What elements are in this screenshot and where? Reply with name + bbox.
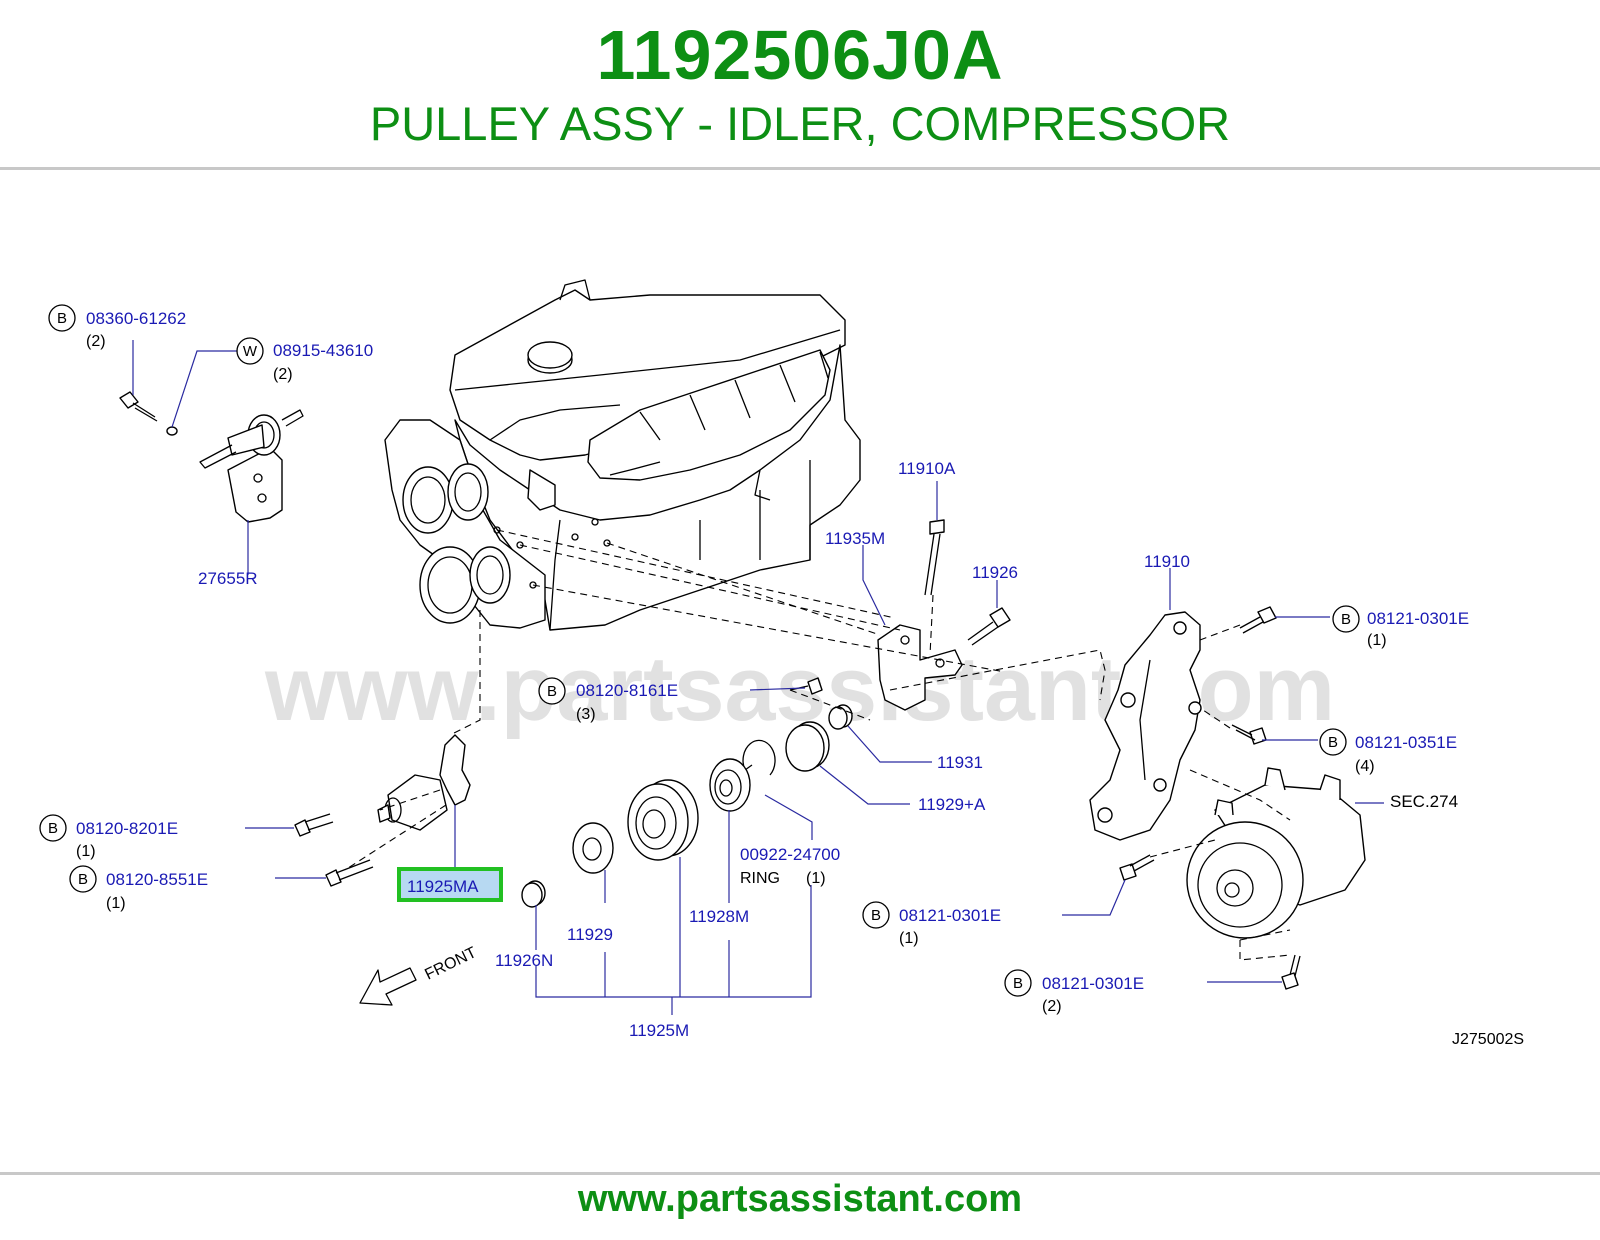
callout-number[interactable]: 11925MA (407, 877, 479, 896)
page-title: 1192506J0A (596, 16, 1004, 94)
callout-08121-0301E-lower[interactable]: B 08121-0301E (2) (1004, 969, 1144, 1015)
callout-11925MA-highlighted[interactable]: 11925MA (397, 867, 503, 902)
callout-prefix: B (547, 683, 557, 700)
front-label: FRONT (422, 944, 479, 984)
callout-number[interactable]: 08120-8551E (106, 870, 208, 889)
engine-block-drawing (384, 279, 861, 631)
callout-number[interactable]: 08360-61262 (86, 309, 186, 328)
callout-11935M[interactable]: 11935M (825, 529, 885, 548)
actuator-bracket-drawing (119, 391, 304, 523)
callout-note: RING (740, 870, 780, 887)
callout-qty: (4) (1355, 758, 1375, 775)
callout-qty: (2) (273, 366, 293, 383)
callout-prefix: B (57, 310, 67, 327)
callout-11926[interactable]: 11926 (972, 563, 1018, 582)
callout-11929[interactable]: 11929 (567, 925, 613, 944)
callout-qty: (1) (806, 870, 826, 887)
idler-pulley-parts-drawing (294, 721, 830, 908)
callout-prefix: B (78, 871, 88, 888)
callout-08120-8161E[interactable]: B 08120-8161E (3) (538, 677, 678, 723)
callout-11925M[interactable]: 11925M (629, 1021, 689, 1040)
callout-08121-0301E-upper[interactable]: B 08121-0301E (1) (1332, 605, 1469, 649)
callout-08121-0351E[interactable]: B 08121-0351E (4) (1319, 728, 1457, 775)
front-arrow: FRONT (359, 944, 479, 1006)
callout-qty: (3) (576, 706, 596, 723)
callout-11910A[interactable]: 11910A (898, 459, 956, 478)
callout-qty: (1) (106, 895, 126, 912)
callout-number[interactable]: 08120-8201E (76, 819, 178, 838)
callout-number[interactable]: 00922-24700 (740, 845, 840, 864)
callout-number[interactable]: 08121-0301E (899, 906, 1001, 925)
callout-11910[interactable]: 11910 (1144, 552, 1190, 571)
callout-prefix: B (48, 820, 58, 837)
callout-qty: (1) (1367, 632, 1387, 649)
callout-08120-8201E[interactable]: B 08120-8201E (1) (39, 814, 178, 860)
callout-08360-61262[interactable]: B 08360-61262 (2) (48, 304, 186, 350)
callout-11926N[interactable]: 11926N (495, 951, 553, 970)
callout-prefix: W (243, 343, 258, 360)
page-subtitle: PULLEY ASSY - IDLER, COMPRESSOR (369, 97, 1231, 150)
compressor-drawing (1119, 767, 1366, 990)
idler-bracket-drawing (789, 519, 1011, 730)
callout-number[interactable]: 08121-0351E (1355, 733, 1457, 752)
callout-prefix: B (1328, 734, 1338, 751)
callout-27655R[interactable]: 27655R (198, 569, 258, 588)
callout-00922-24700[interactable]: 00922-24700 RING (1) (740, 845, 840, 887)
callout-number[interactable]: 08915-43610 (273, 341, 373, 360)
diagram-code: J275002S (1452, 1031, 1524, 1048)
dashed-guide-lines (344, 529, 1291, 961)
leader-lines (132, 340, 1384, 1015)
callout-prefix: B (871, 907, 881, 924)
callout-qty: (1) (899, 930, 919, 947)
footer-divider (0, 1172, 1600, 1175)
callout-sec274[interactable]: SEC.274 (1390, 792, 1458, 811)
callout-08915-43610[interactable]: W 08915-43610 (2) (236, 337, 373, 383)
callout-08121-0301E-middle[interactable]: B 08121-0301E (1) (862, 901, 1001, 947)
compressor-bracket-drawing (1089, 606, 1277, 841)
header-divider (0, 167, 1600, 170)
callout-number[interactable]: 08121-0301E (1042, 974, 1144, 993)
callout-number[interactable]: 08121-0301E (1367, 609, 1469, 628)
callout-08120-8551E[interactable]: B 08120-8551E (1) (69, 865, 208, 912)
callout-qty: (1) (76, 843, 96, 860)
callout-11929A[interactable]: 11929+A (918, 795, 986, 814)
callout-11931[interactable]: 11931 (937, 753, 983, 772)
callout-prefix: B (1013, 975, 1023, 992)
callout-11928M[interactable]: 11928M (689, 907, 749, 926)
footer-url[interactable]: www.partsassistant.com (577, 1178, 1023, 1220)
callout-prefix: B (1341, 611, 1351, 628)
callout-qty: (2) (1042, 998, 1062, 1015)
callout-number[interactable]: 08120-8161E (576, 681, 678, 700)
callout-qty: (2) (86, 333, 106, 350)
